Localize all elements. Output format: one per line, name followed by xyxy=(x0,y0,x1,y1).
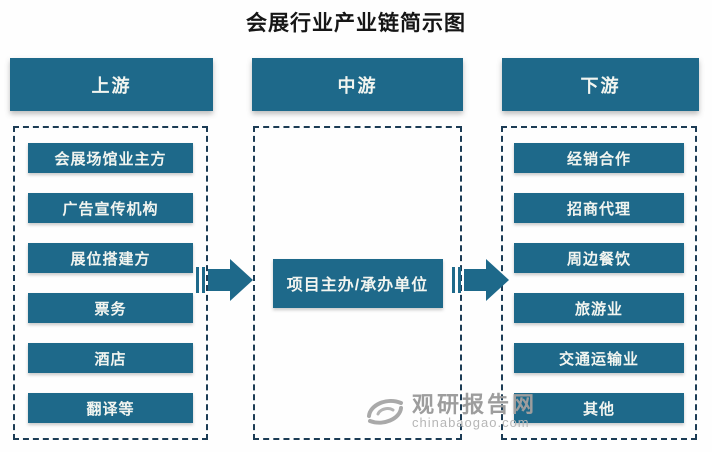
upstream-item-hotel: 酒店 xyxy=(28,343,193,373)
flow-arrow-icon xyxy=(452,259,509,301)
watermark-site-name: 观研报告网 xyxy=(412,392,538,417)
downstream-panel: 经销合作 招商代理 周边餐饮 旅游业 交通运输业 其他 xyxy=(501,126,697,440)
flow-arrow-icon xyxy=(196,259,253,301)
downstream-header: 下游 xyxy=(502,58,699,111)
midstream-item-organizer: 项目主办/承办单位 xyxy=(272,258,443,308)
downstream-item-other: 其他 xyxy=(514,393,684,423)
upstream-item-venue-owner: 会展场馆业主方 xyxy=(28,143,193,173)
diagram-title: 会展行业产业链简示图 xyxy=(246,11,466,35)
downstream-item-transport: 交通运输业 xyxy=(514,343,684,373)
watermark-logo-icon xyxy=(367,398,403,425)
downstream-item-agency: 招商代理 xyxy=(514,193,684,223)
midstream-panel: 项目主办/承办单位 xyxy=(253,126,462,440)
watermark: 观研报告网 chinabaogao.com xyxy=(364,393,537,430)
upstream-header: 上游 xyxy=(10,58,213,111)
watermark-site-url: chinabaogao.com xyxy=(412,415,530,431)
midstream-header: 中游 xyxy=(252,58,463,111)
upstream-item-advertising: 广告宣传机构 xyxy=(28,193,193,223)
watermark-text: 观研报告网 chinabaogao.com xyxy=(412,393,537,430)
upstream-item-ticketing: 票务 xyxy=(28,293,193,323)
upstream-panel: 会展场馆业主方 广告宣传机构 展位搭建方 票务 酒店 翻译等 xyxy=(13,126,208,440)
upstream-item-booth-build: 展位搭建方 xyxy=(28,243,193,273)
downstream-item-tourism: 旅游业 xyxy=(514,293,684,323)
upstream-item-translation: 翻译等 xyxy=(28,393,193,423)
downstream-item-catering: 周边餐饮 xyxy=(514,243,684,273)
downstream-item-distribution: 经销合作 xyxy=(514,143,684,173)
